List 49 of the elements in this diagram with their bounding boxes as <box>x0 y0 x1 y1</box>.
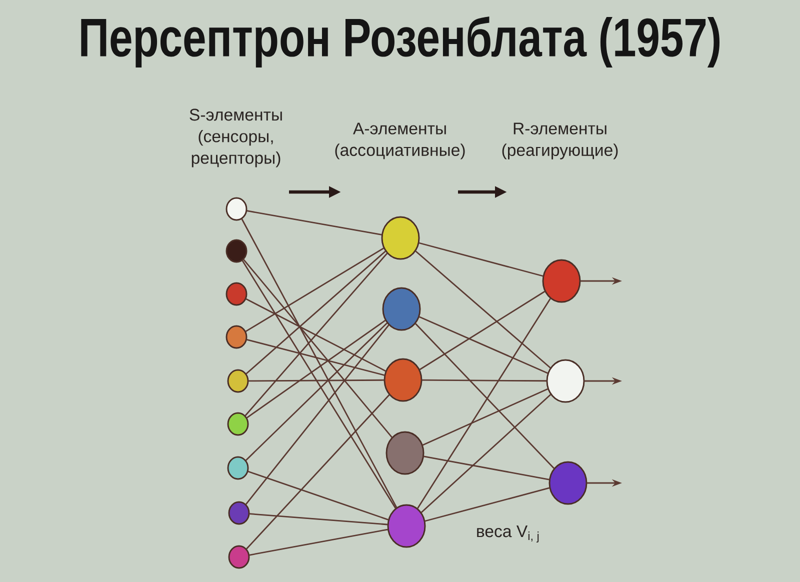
connection-line <box>248 470 389 520</box>
connection-line <box>424 487 550 522</box>
connection-line <box>246 320 386 418</box>
neuron-circle <box>226 282 248 306</box>
connection-line <box>423 456 550 480</box>
connection-line <box>246 250 386 374</box>
neuron-circle <box>384 358 422 402</box>
connection-line <box>246 394 390 550</box>
neuron-circle <box>226 197 248 221</box>
connection-line <box>248 379 384 382</box>
connection-line <box>418 242 544 277</box>
neuron-circle <box>546 359 585 403</box>
neuron-circle <box>387 504 426 548</box>
column-heading: S-элементы (сенсоры, рецепторы) <box>190 108 282 168</box>
connection-line <box>419 290 546 370</box>
connection-line <box>248 528 388 556</box>
column-heading: A-элементы (ассоциативные) <box>335 122 465 160</box>
connection-line <box>245 322 388 461</box>
connection-line <box>414 323 555 469</box>
neuron-circle <box>226 325 248 349</box>
connection-line <box>422 388 548 446</box>
connection-line <box>420 394 552 514</box>
neuron-circle <box>228 501 250 525</box>
connection-line <box>245 324 390 505</box>
connection-line <box>418 316 548 374</box>
neuron-circle <box>227 412 249 436</box>
neuron-circle <box>227 369 249 393</box>
connection-line <box>246 210 382 236</box>
connection-line <box>245 248 384 332</box>
neuron-circle <box>228 545 250 569</box>
neuron-circle <box>381 216 420 260</box>
neuron-circle <box>382 287 421 331</box>
connection-line <box>241 218 398 508</box>
title: Персептрон Розенблата (1957) <box>81 16 720 68</box>
connection-line <box>244 252 388 416</box>
column-heading: R-элементы (реагирующие) <box>502 122 618 160</box>
connection-line <box>249 513 388 526</box>
connection-line <box>422 379 547 382</box>
neuron-circle <box>227 456 249 480</box>
neuron-circle <box>226 239 248 263</box>
connection-line <box>242 260 396 509</box>
neuron-circle <box>386 431 424 475</box>
connection-line <box>246 298 386 372</box>
connection-line <box>417 298 552 509</box>
neuron-circle <box>548 461 588 505</box>
connection-line <box>415 250 551 368</box>
connection-line <box>243 258 392 438</box>
neuron-circle <box>542 259 581 303</box>
connection-line <box>246 339 385 376</box>
